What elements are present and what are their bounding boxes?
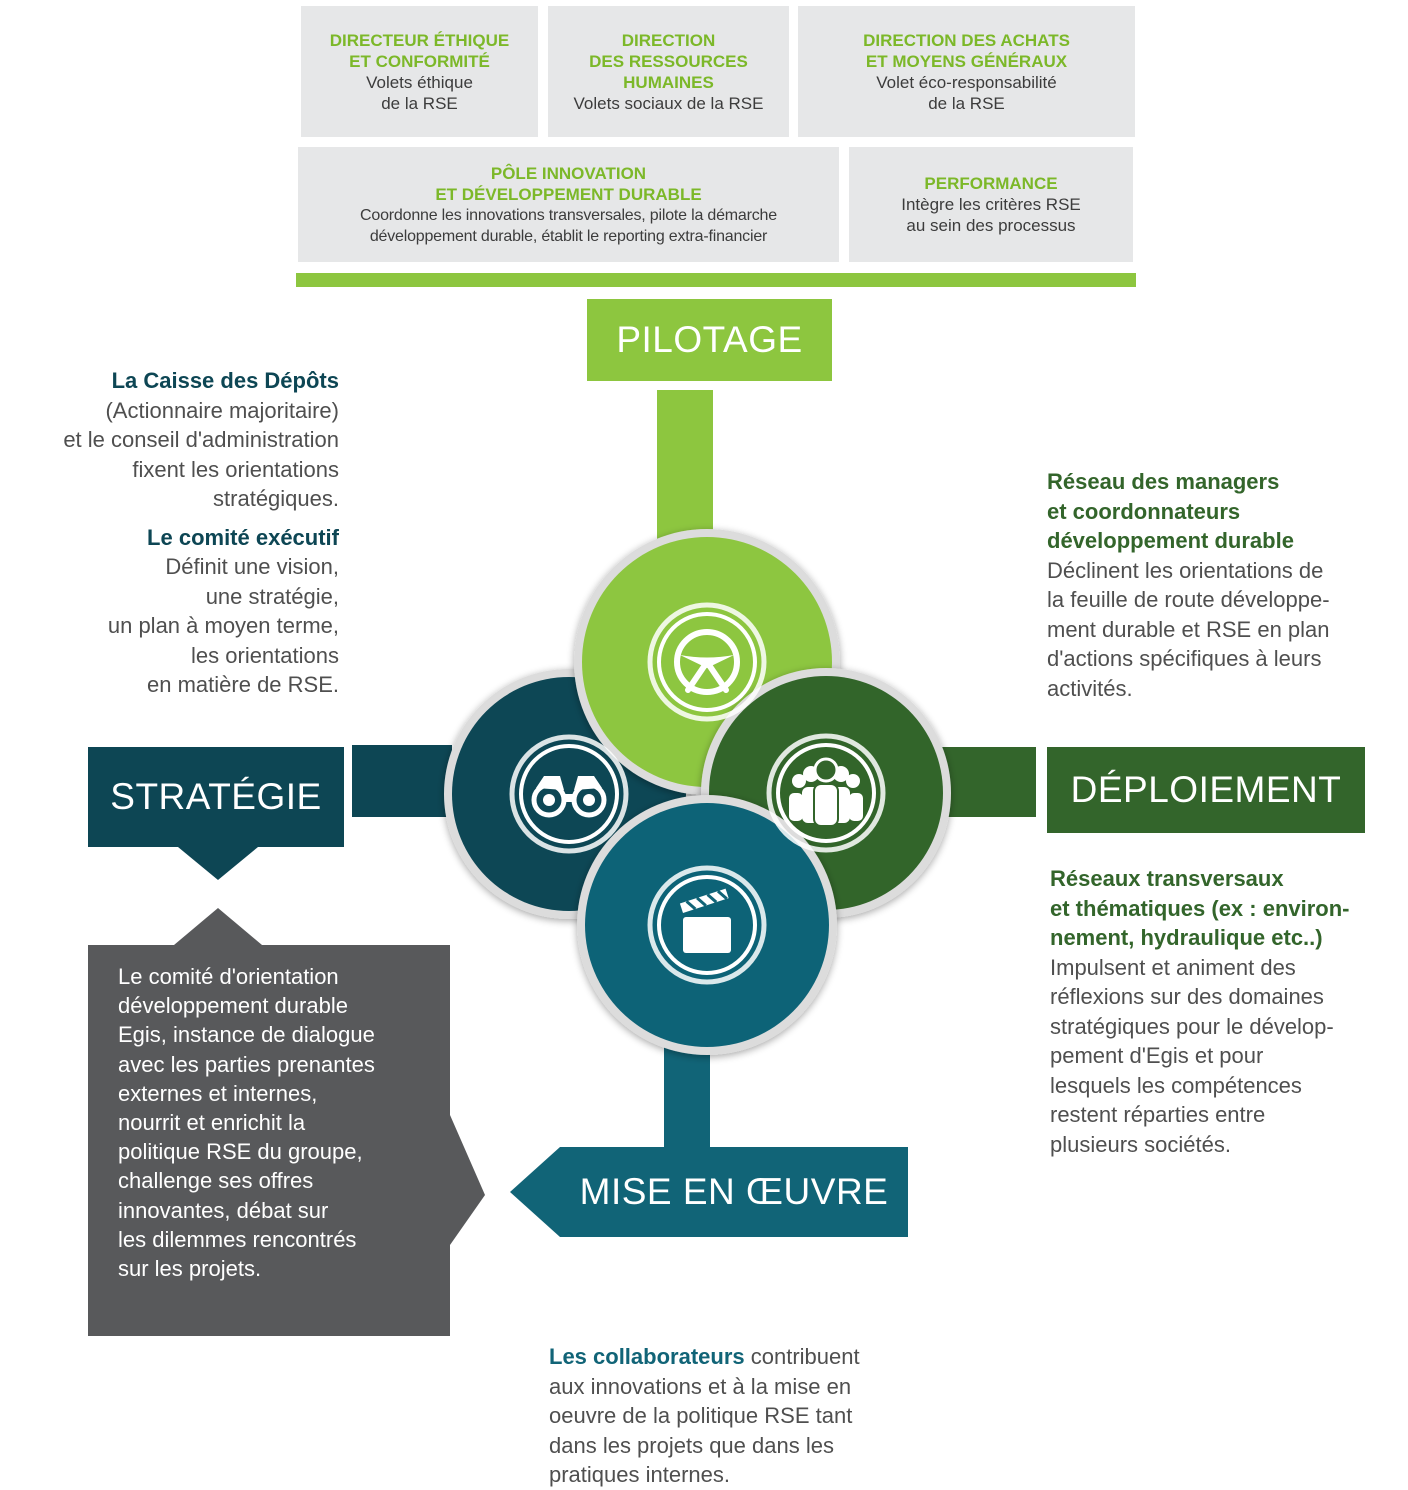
committee-box: Le comité d'orientation développement du… [88,945,450,1336]
mise-en-oeuvre-title: MISE EN ŒUVRE [560,1147,908,1237]
box-desc: Volets éthique de la RSE [366,72,473,113]
binoculars-icon [509,734,629,854]
steering-wheel-icon [647,602,767,722]
committee-pointer [174,908,262,945]
box-desc: Coordonne les innovations transversales,… [360,206,777,245]
box-desc: Intègre les critères RSE au sein des pro… [901,195,1081,235]
reseaux-heading: Réseaux transversaux et thématiques (ex … [1050,866,1350,950]
box-performance: PERFORMANCE Intègre les critères RSE au … [849,147,1133,262]
strategie-connector [352,745,452,817]
committee-text: Le comité d'orientation développement du… [118,964,375,1282]
pilotage-title: PILOTAGE [587,299,832,381]
box-title: DIRECTION DES RESSOURCES HUMAINES [589,30,748,92]
reseaux-text: Impulsent et animent des réflexions sur … [1050,954,1334,1157]
strategie-text: La Caisse des Dépôts (Actionnaire majori… [0,366,339,700]
deploiement-text-1: Réseau des managers et coordonnateurs dé… [1047,467,1397,703]
strategie-pointer [178,847,258,880]
comite-executif-heading: Le comité exécutif [147,524,339,550]
people-group-icon [766,733,886,853]
mise-en-oeuvre-text: Les collaborateurs contribuent aux innov… [549,1342,919,1490]
box-desc: Volet éco-responsabilité de la RSE [876,72,1057,113]
deploiement-title: DÉPLOIEMENT [1047,747,1365,833]
box-title: PERFORMANCE [924,174,1058,193]
box-title: DIRECTION DES ACHATS ET MOYENS GÉNÉRAUX [863,30,1070,71]
box-title: DIRECTEUR ÉTHIQUE ET CONFORMITÉ [329,30,510,71]
box-desc: Volets sociaux de la RSE [573,93,764,113]
committee-arrow [450,1115,485,1245]
pilotage-bar [296,273,1136,287]
box-rh: DIRECTION DES RESSOURCES HUMAINES Volets… [548,6,789,137]
box-title: PÔLE INNOVATION ET DÉVELOPPEMENT DURABLE [435,163,702,204]
box-achats: DIRECTION DES ACHATS ET MOYENS GÉNÉRAUX … [798,6,1135,137]
caisse-depots-text: (Actionnaire majoritaire) et le conseil … [63,397,339,512]
managers-text: Déclinent les orientations de la feuille… [1047,557,1330,701]
managers-heading: Réseau des managers et coordonnateurs dé… [1047,469,1294,553]
caisse-depots-heading: La Caisse des Dépôts [111,368,339,393]
deploiement-text-2: Réseaux transversaux et thématiques (ex … [1050,864,1400,1159]
collaborateurs-heading: Les collaborateurs [549,1344,745,1369]
mise-arrow [510,1147,560,1237]
comite-executif-text: Définit une vision, une stratégie, un pl… [107,554,339,697]
box-ethique: DIRECTEUR ÉTHIQUE ET CONFORMITÉ Volets é… [301,6,538,137]
box-innovation: PÔLE INNOVATION ET DÉVELOPPEMENT DURABLE… [298,147,839,262]
clapperboard-icon [647,865,767,985]
deploiement-connector [940,747,1036,817]
strategie-title: STRATÉGIE [88,747,344,847]
